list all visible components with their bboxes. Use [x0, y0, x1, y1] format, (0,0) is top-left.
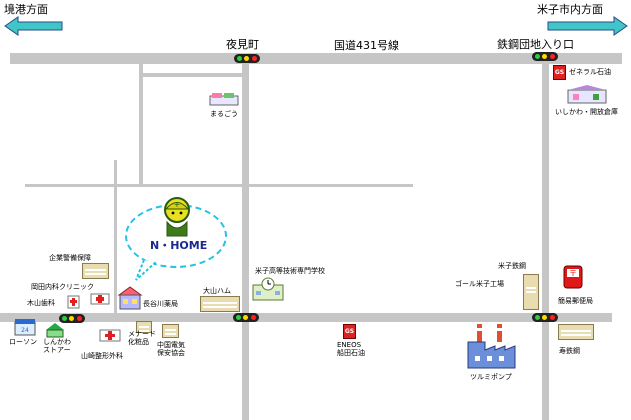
place-oyama: 大山ハム	[203, 287, 231, 295]
route-431-label: 国道431号線	[334, 39, 399, 52]
bubble-tail-icon	[135, 259, 157, 281]
clinic-icon	[90, 293, 110, 305]
yomicho-road	[242, 60, 249, 420]
left-arrow-icon	[4, 16, 63, 36]
supermarket-icon	[209, 93, 239, 106]
route-431-road	[10, 53, 622, 64]
dental-icon	[67, 295, 80, 309]
svg-text:+: +	[174, 200, 181, 209]
tekko-road	[542, 60, 549, 420]
direction-right-label: 米子市内方面	[537, 3, 603, 16]
intersection-tekkodanchi: 鉄鋼団地入り口	[497, 38, 574, 51]
svg-text:〒: 〒	[569, 269, 577, 278]
side-road-north	[139, 60, 143, 76]
place-yamasaki: 山崎整形外科	[81, 352, 123, 360]
place-shinkawa: しんかわ ストアー	[43, 338, 71, 355]
place-gorl: ゴール米子工場	[455, 280, 504, 288]
side-road-upper	[139, 73, 245, 77]
gas-station-icon: GS	[553, 65, 566, 80]
traffic-light-icon	[532, 313, 558, 322]
building-icon	[136, 321, 152, 333]
place-yonago-tekko: 米子鉄鋼	[498, 262, 526, 270]
worker-mascot-icon: +	[164, 197, 190, 237]
building-icon	[200, 296, 240, 312]
place-tsurumi: ツルミポンプ	[470, 373, 512, 381]
post-office-icon: 〒	[563, 265, 583, 289]
place-yonago-school: 米子高等技術専門学校	[255, 267, 325, 275]
traffic-light-icon	[532, 52, 558, 61]
place-menard: メナード 化粧品	[128, 330, 156, 347]
side-road-middle	[25, 184, 413, 187]
place-kotobuki: 寿鉄鋼	[559, 347, 580, 355]
main-road-south	[0, 313, 612, 322]
place-okada: 岡田内科クリニック	[31, 283, 94, 291]
place-post: 簡易郵便局	[558, 297, 593, 305]
factory-icon	[467, 324, 516, 369]
direction-left-label: 境港方面	[4, 3, 48, 16]
pharmacy-icon	[117, 286, 143, 310]
warehouse-icon	[567, 85, 607, 104]
place-ishikawa: いしかわ・開放倉庫	[555, 108, 618, 116]
building-icon	[162, 324, 179, 338]
place-eneos: ENEOS 船田石油	[337, 341, 365, 358]
place-hasegawa: 長谷川薬局	[143, 300, 178, 308]
building-icon	[82, 263, 109, 279]
building-icon	[558, 324, 594, 340]
n-home-title: N・HOME	[150, 239, 208, 252]
side-road-west	[114, 160, 117, 320]
traffic-light-icon	[233, 313, 259, 322]
place-kiyama: 木山歯科	[27, 299, 55, 307]
building-icon	[523, 274, 539, 310]
intersection-yomicho: 夜見町	[226, 38, 259, 51]
place-kigyo: 企業警備保障	[49, 254, 91, 262]
place-chugoku: 中国電気 保安協会	[157, 341, 185, 358]
gas-station-icon: GS	[343, 324, 356, 339]
place-lawson: ローソン	[9, 338, 37, 346]
traffic-light-icon	[234, 54, 260, 63]
place-general: ゼネラル石油	[569, 68, 611, 76]
svg-text:24: 24	[21, 327, 29, 334]
school-icon	[252, 277, 284, 301]
convenience-store-icon: 24	[14, 319, 36, 336]
place-marugou: まるごう	[210, 110, 238, 118]
traffic-light-icon	[59, 314, 85, 323]
store-icon	[46, 323, 64, 338]
side-road-mid-west	[139, 73, 143, 185]
right-arrow-icon	[547, 16, 628, 36]
clinic-icon	[99, 329, 121, 342]
